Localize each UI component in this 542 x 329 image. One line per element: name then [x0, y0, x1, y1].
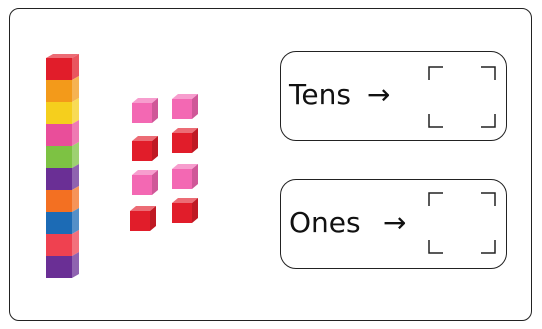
rod-cube-side: [72, 164, 79, 190]
rod-cube-front: [46, 190, 72, 212]
rod-cube-side: [72, 142, 79, 168]
unit-cube-front: [130, 211, 150, 231]
rod-cube-front: [46, 234, 72, 256]
tens-box: Tens →: [280, 51, 507, 141]
ones-label: Ones: [289, 206, 361, 239]
rod-cube-side: [72, 252, 79, 278]
unit-cube-front: [132, 175, 152, 195]
rod-cube-front: [46, 80, 72, 102]
rod-cube-front: [46, 212, 72, 234]
tens-answer-slot[interactable]: [427, 64, 497, 130]
rod-cube-side: [72, 98, 79, 124]
rod-cube-side: [72, 230, 79, 256]
tens-label: Tens: [289, 78, 351, 111]
rod-cube-side: [72, 186, 79, 212]
rod-cube-side: [72, 120, 79, 146]
rod-cube-front: [46, 168, 72, 190]
rod-cube-front: [46, 124, 72, 146]
rod-cube-front: [46, 102, 72, 124]
rod-cube-front: [46, 58, 72, 80]
tens-rod: [46, 54, 86, 280]
unit-cube-front: [172, 99, 192, 119]
rod-cube-side: [72, 54, 79, 80]
rod-cube-side: [72, 208, 79, 234]
unit-cube-front: [132, 103, 152, 123]
unit-cube-front: [172, 133, 192, 153]
ones-box: Ones →: [280, 179, 507, 269]
rod-cube-front: [46, 256, 72, 278]
ones-arrow-icon: →: [383, 206, 406, 239]
ones-answer-slot[interactable]: [427, 190, 497, 256]
rod-cube-side: [72, 76, 79, 102]
unit-cube-front: [172, 203, 192, 223]
unit-cube-front: [132, 141, 152, 161]
unit-cube-front: [172, 169, 192, 189]
rod-cube-front: [46, 146, 72, 168]
tens-arrow-icon: →: [367, 78, 390, 111]
unit-cubes: [128, 92, 208, 232]
